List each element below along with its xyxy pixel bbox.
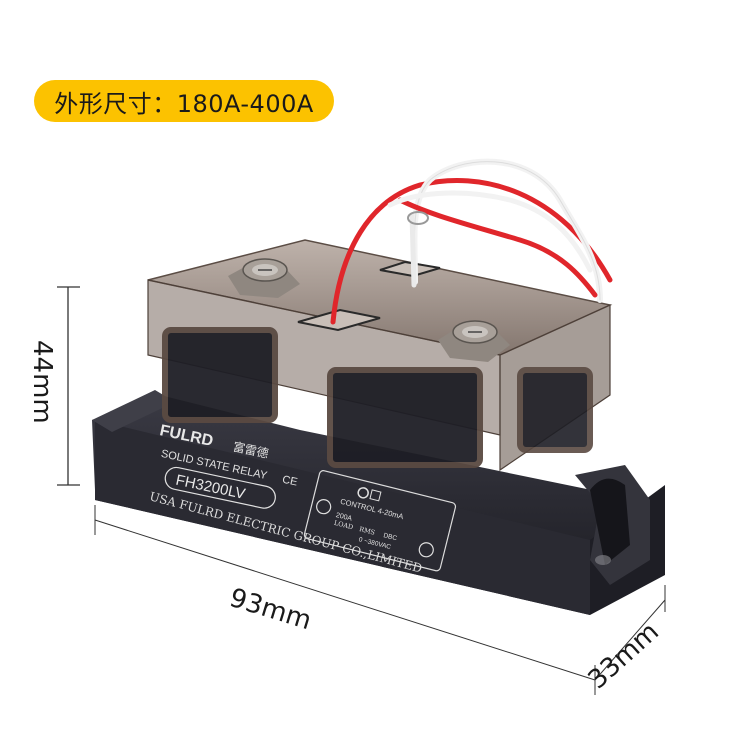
load-current: 200A — [335, 512, 353, 523]
height-label: 44mm — [27, 340, 57, 424]
ce-mark: CE — [281, 474, 298, 489]
dbc-label: DBC — [383, 532, 398, 542]
terminal-screw-left — [228, 258, 300, 298]
height-dimension: 44mm — [27, 286, 80, 486]
size-range-badge: 外形尺寸：180A-400A — [34, 80, 334, 122]
control-wires — [330, 158, 613, 325]
rms-label: RMS — [358, 525, 375, 537]
brand-chinese: 富雷德 — [232, 439, 270, 461]
width-label: 33mm — [583, 617, 665, 695]
length-label: 93mm — [226, 583, 315, 636]
relay-base — [92, 390, 665, 615]
terminal-screw-right — [438, 320, 510, 362]
size-range-label: 外形尺寸：180A-400A — [54, 89, 314, 118]
